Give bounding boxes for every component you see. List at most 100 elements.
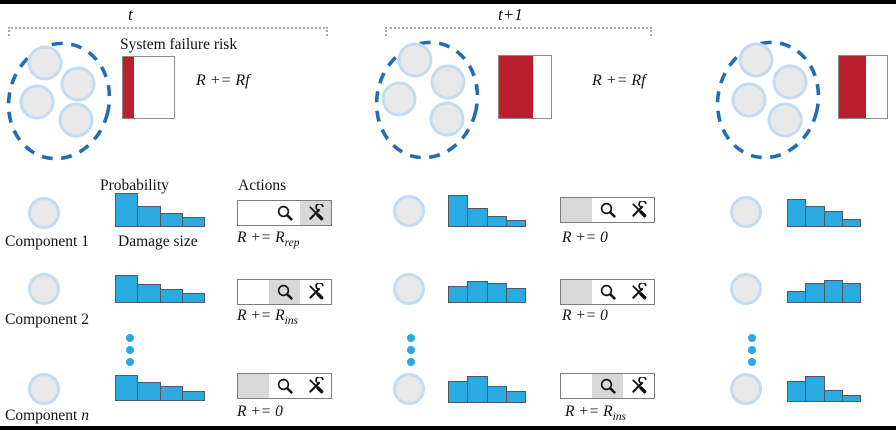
system-component-circle bbox=[738, 42, 774, 78]
action-repair-cell[interactable] bbox=[300, 280, 331, 304]
ellipsis-dots bbox=[748, 334, 756, 366]
system-component-circle bbox=[58, 102, 94, 138]
risk-fill bbox=[499, 56, 533, 118]
action-inspect-cell[interactable] bbox=[269, 201, 300, 225]
component-circle bbox=[393, 273, 425, 305]
damage-histogram bbox=[787, 193, 861, 227]
component-circle bbox=[393, 195, 425, 227]
reward-label: R += Rins bbox=[237, 307, 299, 328]
timestep-t-label: t bbox=[128, 5, 133, 24]
action-repair-cell[interactable] bbox=[300, 201, 331, 225]
action-box bbox=[560, 197, 655, 223]
magnifier-icon bbox=[600, 284, 616, 301]
system-boundary-ellipse bbox=[6, 41, 112, 161]
component-circle bbox=[730, 273, 762, 305]
reward-label: R += Rrep bbox=[237, 229, 300, 250]
component-circle bbox=[28, 273, 60, 305]
system-component-circle bbox=[60, 66, 96, 102]
reward-label: R += 0 bbox=[562, 229, 608, 246]
system-cluster bbox=[715, 40, 821, 160]
system-cluster bbox=[374, 40, 480, 160]
component-circle bbox=[28, 197, 60, 229]
action-box bbox=[560, 279, 655, 305]
action-none-cell[interactable] bbox=[238, 374, 269, 398]
risk-fill bbox=[123, 57, 134, 118]
system-reward-label: R += Rf bbox=[592, 72, 646, 89]
timestep-t-bracket-tick-right bbox=[326, 27, 328, 36]
action-repair-cell[interactable] bbox=[623, 280, 654, 304]
damage-histogram bbox=[787, 368, 861, 402]
damage-histogram bbox=[448, 193, 526, 227]
component-circle bbox=[730, 196, 762, 228]
damage-histogram bbox=[448, 269, 526, 303]
action-box bbox=[237, 373, 332, 399]
component-label: Component n bbox=[5, 407, 89, 424]
action-box bbox=[560, 373, 655, 399]
risk-bar bbox=[122, 56, 175, 119]
component-label: Component 1 bbox=[5, 233, 89, 250]
action-inspect-cell[interactable] bbox=[592, 374, 623, 398]
timestep-t1-bracket-tick-right bbox=[650, 27, 652, 36]
component-circle bbox=[393, 373, 425, 405]
timestep-t1-bracket bbox=[385, 27, 652, 29]
action-repair-cell[interactable] bbox=[623, 374, 654, 398]
reward-label: R += Rins bbox=[565, 403, 627, 424]
magnifier-icon bbox=[600, 378, 616, 395]
action-inspect-cell[interactable] bbox=[592, 280, 623, 304]
timestep-t1-bracket-tick-left bbox=[385, 27, 387, 36]
system-component-circle bbox=[429, 101, 465, 137]
damage-histogram bbox=[115, 269, 205, 303]
top-border-rule bbox=[0, 0, 896, 4]
timestep-t-bracket-tick-left bbox=[8, 27, 10, 36]
action-none-cell[interactable] bbox=[561, 198, 592, 222]
magnifier-icon bbox=[277, 284, 293, 301]
system-component-circle bbox=[27, 45, 63, 81]
bottom-border-rule bbox=[0, 426, 896, 430]
system-boundary-ellipse bbox=[374, 40, 480, 160]
system-component-circle bbox=[767, 102, 803, 138]
ellipsis-dots bbox=[126, 334, 134, 366]
action-none-cell[interactable] bbox=[238, 201, 269, 225]
system-component-circle bbox=[731, 82, 767, 118]
system-failure-risk-title: System failure risk bbox=[120, 36, 238, 53]
ellipsis-dots bbox=[407, 334, 415, 366]
magnifier-icon bbox=[277, 378, 293, 395]
system-component-circle bbox=[381, 81, 417, 117]
system-component-circle bbox=[397, 42, 433, 78]
action-inspect-cell[interactable] bbox=[592, 198, 623, 222]
tools-icon bbox=[631, 377, 647, 394]
action-none-cell[interactable] bbox=[561, 374, 592, 398]
action-box bbox=[237, 279, 332, 305]
action-box bbox=[237, 200, 332, 226]
system-boundary-ellipse bbox=[715, 40, 821, 160]
reward-label: R += 0 bbox=[237, 403, 283, 420]
timestep-t1-label: t+1 bbox=[498, 5, 523, 24]
tools-icon bbox=[631, 201, 647, 218]
action-inspect-cell[interactable] bbox=[269, 280, 300, 304]
action-none-cell[interactable] bbox=[238, 280, 269, 304]
system-reward-label: R += Rf bbox=[196, 72, 250, 89]
system-component-circle bbox=[430, 64, 466, 100]
risk-bar bbox=[838, 55, 888, 119]
risk-bar bbox=[498, 55, 552, 119]
tools-icon bbox=[308, 283, 324, 300]
action-none-cell[interactable] bbox=[561, 280, 592, 304]
action-repair-cell[interactable] bbox=[300, 374, 331, 398]
damage-histogram bbox=[115, 367, 205, 401]
magnifier-icon bbox=[600, 202, 616, 219]
system-cluster bbox=[6, 41, 112, 161]
magnifier-icon bbox=[277, 205, 293, 222]
timestep-t-bracket bbox=[8, 27, 328, 29]
action-inspect-cell[interactable] bbox=[269, 374, 300, 398]
probability-header: Probability bbox=[100, 177, 169, 194]
action-repair-cell[interactable] bbox=[623, 198, 654, 222]
system-component-circle bbox=[772, 64, 808, 100]
tools-icon bbox=[631, 283, 647, 300]
component-label: Component 2 bbox=[5, 311, 89, 328]
risk-fill bbox=[839, 56, 867, 118]
damage-histogram bbox=[787, 269, 861, 303]
tools-icon bbox=[308, 204, 324, 221]
system-component-circle bbox=[19, 84, 55, 120]
component-circle bbox=[28, 373, 60, 405]
